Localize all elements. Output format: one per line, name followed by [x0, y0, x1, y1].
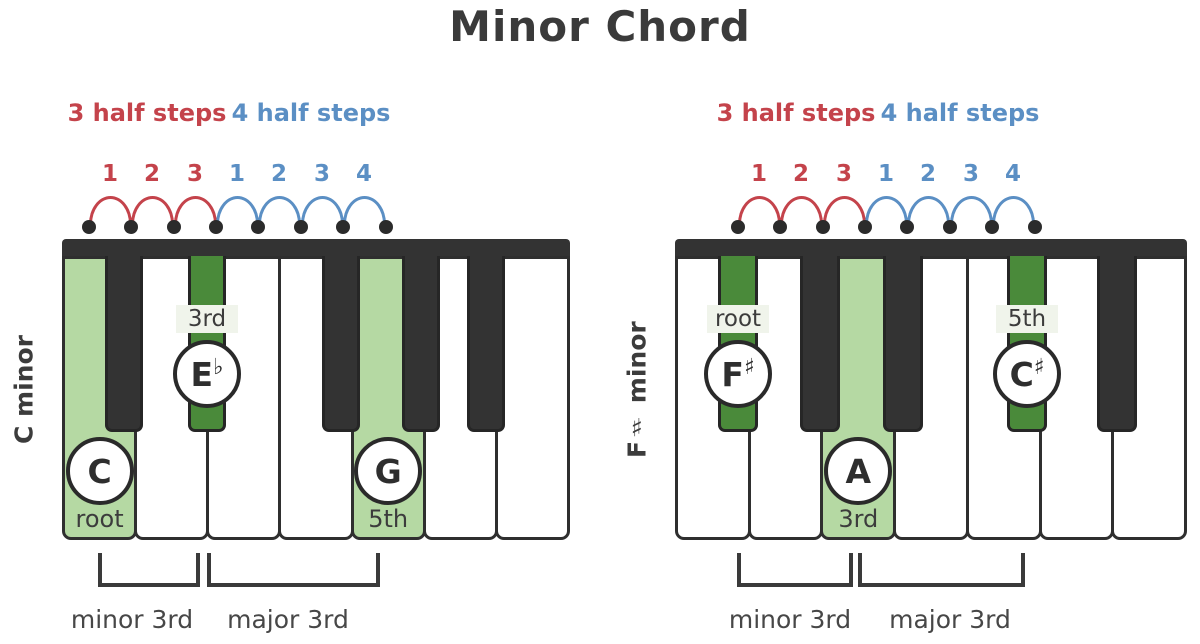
half-steps-block: 3 half steps 4 half steps 1 2 3 1 2 3 4 — [68, 95, 399, 235]
note-circle-A: A — [824, 437, 893, 505]
step-arc — [89, 196, 132, 224]
note-circle-G: G — [354, 437, 423, 505]
step-arc — [258, 196, 301, 224]
step-arc — [301, 196, 344, 224]
key-G-sharp — [402, 256, 440, 432]
step-dot — [294, 220, 308, 234]
step-dot — [900, 220, 914, 234]
key-E-flat: 3rd E♭ — [173, 256, 241, 432]
page-title: Minor Chord — [449, 2, 751, 51]
note-circle-C-sharp: C♯ — [993, 340, 1061, 408]
step-dot — [82, 220, 96, 234]
step-arc — [823, 196, 866, 224]
step-number: 4 — [1004, 161, 1022, 187]
bracket-label-major-3rd: major 3rd — [227, 605, 349, 634]
keyboard-top-rail — [675, 239, 1187, 256]
step-arc — [174, 196, 217, 224]
step-number: 3 — [835, 161, 853, 187]
note-circle-E-flat: E♭ — [173, 340, 241, 408]
bracket-label-major-3rd: major 3rd — [889, 605, 1011, 634]
key-D-sharp — [1097, 256, 1137, 432]
bracket-minor-3rd — [98, 553, 200, 587]
key-F-sharp — [322, 256, 360, 432]
step-arc — [780, 196, 823, 224]
key-C-sharp: 5th C♯ — [993, 256, 1061, 432]
step-dot — [379, 220, 393, 234]
step-number: 3 — [962, 161, 980, 187]
interval-label-root: root — [75, 505, 124, 533]
step-number: 2 — [270, 161, 288, 187]
step-number: 1 — [877, 161, 895, 187]
interval-label-3rd: 3rd — [176, 305, 238, 333]
step-dot — [1028, 220, 1042, 234]
blue-steps-label: 4 half steps — [231, 99, 391, 127]
step-number: 2 — [792, 161, 810, 187]
note-circle-C: C — [65, 437, 134, 505]
step-arc — [343, 196, 386, 224]
step-dot — [167, 220, 181, 234]
step-number: 3 — [313, 161, 331, 187]
side-label-f-sharp-minor: F♯ minor — [622, 321, 652, 459]
key-G-sharp — [800, 256, 840, 432]
bracket-major-3rd — [858, 553, 1025, 587]
step-number: 1 — [750, 161, 768, 187]
red-steps-label: 3 half steps — [716, 99, 876, 127]
step-arc — [950, 196, 993, 224]
keyboard-c-minor: C root G 5th 3rd E♭ — [62, 239, 570, 540]
bracket-minor-3rd — [737, 553, 853, 587]
step-number: 1 — [101, 161, 119, 187]
step-dot — [209, 220, 223, 234]
step-arc — [992, 196, 1035, 224]
half-steps-block: 3 half steps 4 half steps 1 2 3 1 2 3 4 — [717, 95, 1048, 235]
side-label-c-minor: C minor — [9, 335, 39, 445]
interval-label-root: root — [707, 305, 769, 333]
step-arc — [865, 196, 908, 224]
step-number: 1 — [228, 161, 246, 187]
step-dot — [773, 220, 787, 234]
bracket-major-3rd — [207, 553, 380, 587]
diagram-f-sharp-minor: F♯ minor 3 half steps 4 half steps 1 2 3… — [623, 95, 1188, 644]
step-number: 3 — [186, 161, 204, 187]
diagram-c-minor: C minor 3 half steps 4 half steps 1 2 3 … — [10, 95, 570, 644]
bracket-label-minor-3rd: minor 3rd — [728, 605, 852, 634]
step-dot — [731, 220, 745, 234]
step-number: 4 — [355, 161, 373, 187]
step-dot — [858, 220, 872, 234]
note-circle-F-sharp: F♯ — [704, 340, 772, 408]
step-dot — [985, 220, 999, 234]
bracket-label-minor-3rd: minor 3rd — [70, 605, 194, 634]
step-arc — [738, 196, 781, 224]
key-A-sharp — [883, 256, 923, 432]
step-arc — [131, 196, 174, 224]
step-number: 2 — [919, 161, 937, 187]
blue-steps-label: 4 half steps — [880, 99, 1040, 127]
keyboard-f-sharp-minor: A 3rd root F♯ 5th C♯ — [675, 239, 1188, 540]
step-dot — [124, 220, 138, 234]
step-dot — [336, 220, 350, 234]
interval-label-3rd: 3rd — [838, 505, 879, 533]
key-C-sharp — [105, 256, 143, 432]
key-A-sharp — [467, 256, 505, 432]
step-dot — [816, 220, 830, 234]
interval-label-5th: 5th — [368, 505, 409, 533]
step-arc — [907, 196, 950, 224]
step-dot — [943, 220, 957, 234]
key-B — [494, 256, 570, 540]
red-steps-label: 3 half steps — [67, 99, 227, 127]
keyboard-top-rail — [62, 239, 570, 256]
step-dot — [251, 220, 265, 234]
interval-label-5th: 5th — [996, 305, 1058, 333]
key-F-sharp: root F♯ — [704, 256, 772, 432]
step-arc — [216, 196, 259, 224]
step-number: 2 — [143, 161, 161, 187]
